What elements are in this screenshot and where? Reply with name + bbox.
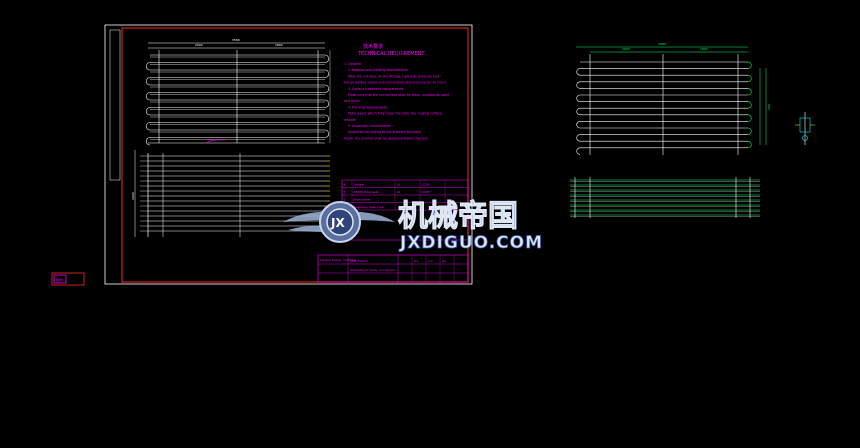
pipe-group-top: [145, 54, 330, 146]
watermark: JX 机械帝国 JXDIGUO.COM: [283, 199, 543, 253]
right-elevation-view: [570, 177, 760, 218]
tb-org: Jiangsu Design Institute: [319, 258, 356, 262]
tb-drawing-name: Assembly of Spray Condenser: [350, 268, 396, 272]
req-item: For all welded seams and connections the…: [344, 81, 447, 85]
req-item: Make sure that the coil surface shall be…: [348, 93, 450, 97]
hanger-detail: [795, 112, 815, 145]
tb-cell-1: S.1: [414, 259, 419, 263]
tb-cell-2: 1:5: [428, 259, 433, 263]
pipe-group-bottom: [140, 155, 330, 232]
req-item: After the coil pipe, all the fittings, h…: [348, 74, 440, 78]
parts-cell: Hanger: [354, 183, 366, 187]
pipe-group-right: [576, 61, 752, 155]
req-item: 3. Surface treatment requirements: [348, 87, 404, 91]
req-title: TECHNICAL REQUIREMENT: [357, 51, 426, 57]
pipe-group-right-bottom: [570, 179, 760, 217]
watermark-badge: JX: [330, 216, 345, 230]
parts-cell: 4: [344, 183, 346, 187]
req-item: and finish: [344, 99, 360, 103]
dim-side: 500: [767, 104, 771, 110]
parts-cell: 2: [344, 198, 346, 202]
sheet-tab-label: 图纸1: [56, 277, 64, 282]
req-item: Inspection according to the relevant sta…: [348, 130, 421, 134]
req-item: 4. Painting requirements: [348, 105, 388, 109]
watermark-en: JXDIGUO.COM: [399, 233, 543, 253]
dim-seg-a: 2000: [195, 43, 203, 47]
parts-cell: Q235: [422, 183, 430, 187]
parts-cell: A3030 Tube seat: [354, 190, 380, 194]
req-item: 2. Material and welding requirements: [348, 68, 408, 72]
req-item: smooth: [344, 118, 356, 122]
side-dim: 2000: [131, 192, 135, 200]
title-block: Jiangsu Design Institute JIXIE DIGUO Ass…: [317, 254, 469, 283]
watermark-cn: 机械帝国: [398, 199, 518, 234]
coil-side-view: 2000: [131, 139, 330, 237]
right-plan-view: 3580 2000 1800 500: [576, 42, 771, 155]
req-heading: 技术要求: [363, 43, 383, 50]
sheet-tab[interactable]: 图纸1: [51, 272, 85, 286]
tb-cell-3: A1: [442, 259, 446, 263]
dim-right-a: 2000: [622, 47, 630, 51]
technical-requirements: 技术要求 TECHNICAL REQUIREMENT 1. General 2. …: [344, 43, 450, 140]
req-item: 5. Inspection requirements: [348, 124, 391, 128]
parts-cell: 3: [344, 190, 346, 194]
tb-company: JIXIE DIGUO: [349, 259, 368, 263]
parts-cell: Steel sheet: [354, 198, 372, 202]
dim-right: 3580: [658, 42, 666, 46]
dim-right-b: 1800: [700, 47, 708, 51]
parts-cell: 16: [397, 183, 401, 187]
req-item: Finish: the product shall be approved be…: [344, 136, 428, 140]
coil-top-view: 3580 2000 1800: [145, 38, 331, 146]
req-list: 1. General 2. Material and welding requir…: [344, 62, 450, 140]
drawing-frame: [104, 24, 473, 285]
dim-seg-b: 1800: [275, 43, 283, 47]
parts-cell: Q235: [422, 190, 430, 194]
parts-cell: Seamless steel pipe: [354, 205, 384, 209]
parts-cell: 16: [397, 190, 401, 194]
req-item: Paint layers which fully cover the coils…: [348, 112, 442, 116]
dim-total: 3580: [232, 38, 240, 42]
req-item: 1. General: [344, 62, 361, 66]
